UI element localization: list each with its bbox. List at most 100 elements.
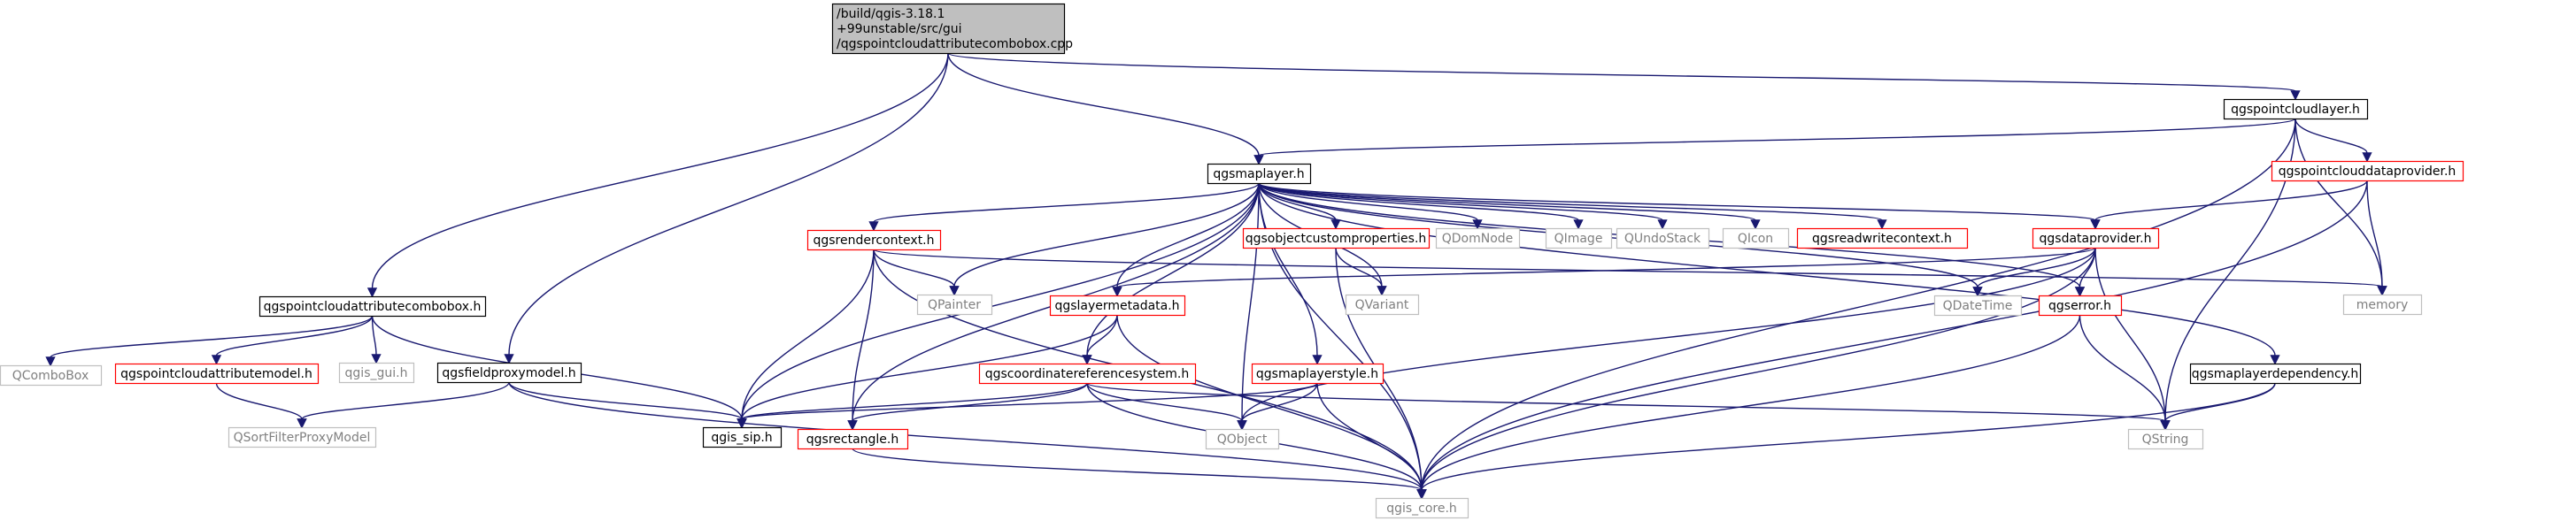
node-box [2271, 160, 2464, 182]
node-box [2189, 363, 2362, 385]
edge-qgsdataprovider-to-QObject [1237, 247, 2096, 431]
node-label: qgsmaplayerstyle.h [1256, 367, 1378, 381]
node-label: QImage [1554, 232, 1603, 246]
node-qgspointcloudattributemodel[interactable]: qgspointcloudattributemodel.h [114, 363, 320, 385]
node-qgsrectangle[interactable]: qgsrectangle.h [797, 428, 909, 450]
node-box [338, 362, 415, 384]
node-qgsmaplayer[interactable]: qgsmaplayer.h [1207, 163, 1312, 185]
edge-root-to-qgspointcloudattributecombobox [366, 52, 949, 298]
node-label: qgspointcloudlayer.h [2231, 103, 2360, 117]
node-qgsfieldproxymodel[interactable]: qgsfieldproxymodel.h [436, 362, 582, 384]
node-box [1796, 227, 1969, 249]
edge-qgslayermetadata-to-qgscoordinatereferencesystem [1082, 314, 1118, 365]
node-qgsmaplayerstyle[interactable]: qgsmaplayerstyle.h [1251, 363, 1384, 385]
node-QPainter: QPainter [916, 294, 993, 316]
node-qgserror[interactable]: qgserror.h [2038, 295, 2123, 317]
node-qgspointcloudlayer[interactable]: qgspointcloudlayer.h [2223, 98, 2369, 120]
node-box [2342, 294, 2423, 316]
edge-qgspointcloudlayer-to-memory [2294, 118, 2387, 296]
node-label: QUndoStack [1624, 232, 1701, 246]
node-box [702, 426, 783, 448]
edge-qgsmaplayer-to-qgsreadwritecontext [1258, 182, 1887, 230]
node-box [1616, 227, 1710, 249]
node-box [806, 229, 942, 251]
node-label: /qgspointcloudattributecombobox.cpp [837, 37, 1073, 51]
node-QObject: QObject [1205, 428, 1280, 450]
node-QString: QString [2127, 428, 2204, 450]
node-QUndoStack: QUndoStack [1616, 227, 1710, 249]
edge-qgsdataprovider-to-qgslayermetadata [1112, 247, 2096, 297]
edge-qgslayermetadata-to-qgis_core [1116, 314, 1427, 500]
edge-qgspointcloudattributemodel-to-QSortFilterProxyModel [215, 382, 307, 429]
node-root[interactable]: /build/qgis-3.18.1+99unstable/src/gui/qg… [831, 3, 1074, 55]
edge-qgsmaplayer-to-QUndoStack [1258, 182, 1668, 230]
edge-qgsmaplayerdependency-to-QString [2160, 382, 2276, 431]
node-box [1242, 227, 1431, 249]
node-label: qgsfieldproxymodel.h [442, 366, 575, 380]
edge-qgsmaplayer-to-qgsrendercontext [868, 182, 1260, 232]
node-qgsobjectcustomproperties[interactable]: qgsobjectcustomproperties.h [1242, 227, 1431, 249]
edge-qgsmaplayerstyle-to-qgis_sip [737, 382, 1318, 429]
node-box [831, 3, 1066, 55]
node-qgscoordinatereferencesystem[interactable]: qgscoordinatereferencesystem.h [978, 363, 1197, 385]
edge-qgsdataprovider-to-QString [2094, 247, 2171, 431]
node-qgsreadwritecontext[interactable]: qgsreadwritecontext.h [1796, 227, 1969, 249]
edge-qgsdataprovider-to-qgis_core [1416, 247, 2096, 500]
edge-qgscoordinatereferencesystem-to-qgsrectangle [847, 382, 1088, 431]
node-qgslayermetadata[interactable]: qgslayermetadata.h [1049, 295, 1186, 317]
edge-qgspointclouddataprovider-to-qgsdataprovider [2090, 180, 2368, 230]
node-box [0, 364, 103, 387]
node-box [1251, 363, 1384, 385]
node-label: qgsrectangle.h [806, 433, 899, 447]
node-box [1375, 497, 1469, 519]
node-QDomNode: QDomNode [1435, 227, 1521, 249]
node-label: qgsmaplayerdependency.h [2192, 367, 2359, 381]
edge-qgsmaplayerstyle-to-QObject [1237, 382, 1318, 431]
node-qgspointclouddataprovider[interactable]: qgspointclouddataprovider.h [2271, 160, 2464, 182]
node-box [2032, 227, 2160, 249]
node-label: qgsreadwritecontext.h [1812, 232, 1952, 246]
edge-qgsmaplayer-to-QImage [1258, 182, 1584, 230]
edge-qgsrendercontext-to-QPainter [873, 249, 960, 296]
node-label: qgslayermetadata.h [1054, 299, 1179, 313]
node-box [2127, 428, 2204, 450]
node-qgsrendercontext[interactable]: qgsrendercontext.h [806, 229, 942, 251]
node-box [2223, 98, 2369, 120]
node-label: QIcon [1738, 232, 1773, 246]
node-label: qgsrendercontext.h [813, 234, 934, 248]
node-box [2038, 295, 2123, 317]
edge-qgsmaplayer-to-QPainter [949, 182, 1260, 296]
node-label: QVariant [1355, 298, 1409, 312]
node-label: QPainter [928, 298, 981, 312]
edge-qgsmaplayer-to-qgsdataprovider [1258, 182, 2101, 230]
node-QComboBox: QComboBox [0, 364, 103, 387]
node-box [1207, 163, 1312, 185]
node-label: qgis_core.h [1386, 502, 1457, 516]
node-qgspointcloudattributecombobox[interactable]: qgspointcloudattributecombobox.h [258, 295, 487, 318]
edge-qgserror-to-qgis_core [1416, 314, 2081, 500]
edge-qgsfieldproxymodel-to-QSortFilterProxyModel [297, 381, 510, 429]
node-label: QSortFilterProxyModel [234, 431, 371, 445]
node-qgsdataprovider[interactable]: qgsdataprovider.h [2032, 227, 2160, 249]
node-box [978, 363, 1197, 385]
edge-qgscoordinatereferencesystem-to-qgis_sip [737, 382, 1088, 429]
node-label: QDomNode [1442, 232, 1514, 246]
node-label: qgserror.h [2048, 299, 2111, 313]
node-label: qgspointcloudattributemodel.h [120, 367, 312, 381]
edge-qgsmaplayer-to-qgsobjectcustomproperties [1258, 182, 1341, 230]
node-qgis_core: qgis_core.h [1375, 497, 1469, 519]
node-box [228, 426, 377, 448]
node-QIcon: QIcon [1722, 227, 1790, 249]
node-box [1345, 294, 1420, 316]
edge-root-to-qgspointcloudlayer [947, 52, 2301, 101]
node-qgsmaplayerdependency[interactable]: qgsmaplayerdependency.h [2189, 363, 2362, 385]
node-label: /build/qgis-3.18.1 [837, 7, 945, 21]
node-QVariant: QVariant [1345, 294, 1420, 316]
edge-qgsmaplayer-to-qgsmaplayerstyle [1258, 182, 1323, 365]
edge-root-to-qgsmaplayer [947, 52, 1264, 165]
node-label: qgsmaplayer.h [1213, 167, 1304, 181]
node-box [797, 428, 909, 450]
node-memory: memory [2342, 294, 2423, 316]
node-qgis_sip[interactable]: qgis_sip.h [702, 426, 783, 448]
